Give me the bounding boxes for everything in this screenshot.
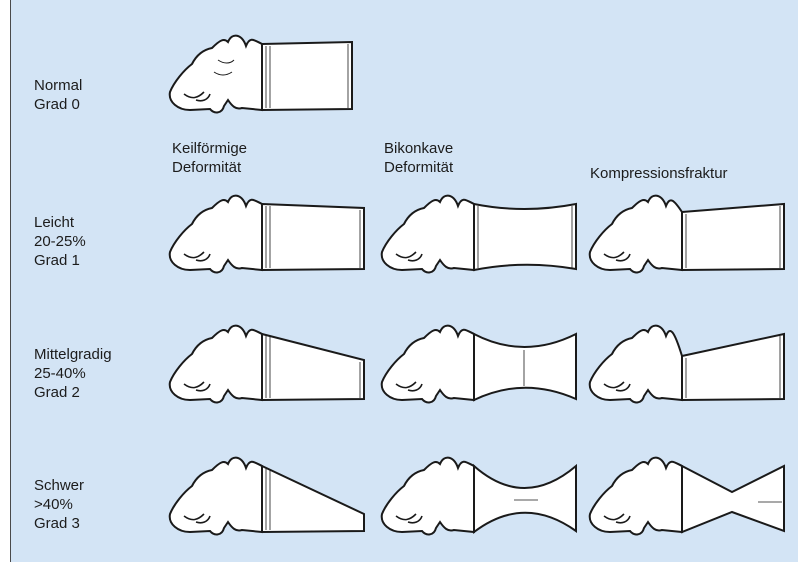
column-header-wedge: Keilförmige Deformität	[172, 139, 247, 177]
vertebra-compression-grade-3	[582, 452, 792, 537]
row-label-moderate-percent: 25-40%	[34, 364, 112, 383]
column-header-biconcave-line2: Deformität	[384, 158, 453, 177]
row-label-severe-name: Schwer	[34, 476, 84, 495]
row-label-mild-name: Leicht	[34, 213, 86, 232]
row-label-normal-name: Normal	[34, 76, 82, 95]
vertebra-biconcave-grade-2	[374, 320, 584, 405]
column-header-compression: Kompressionsfraktur	[590, 164, 728, 183]
row-label-mild-percent: 20-25%	[34, 232, 86, 251]
vertebra-biconcave-grade-3	[374, 452, 584, 537]
row-label-severe-percent: >40%	[34, 495, 84, 514]
vertebra-compression-grade-1	[582, 190, 792, 275]
row-label-normal-grade: Grad 0	[34, 95, 82, 114]
vertebra-compression-grade-2	[582, 320, 792, 405]
row-label-normal: Normal Grad 0	[34, 76, 82, 114]
column-header-biconcave: Bikonkave Deformität	[384, 139, 453, 177]
vertebra-wedge-grade-3	[162, 452, 372, 537]
row-label-moderate-name: Mittelgradig	[34, 345, 112, 364]
vertebra-wedge-grade-2	[162, 320, 372, 405]
vertebra-biconcave-grade-1	[374, 190, 584, 275]
vertebra-wedge-grade-1	[162, 190, 372, 275]
column-header-wedge-line2: Deformität	[172, 158, 247, 177]
column-header-biconcave-line1: Bikonkave	[384, 139, 453, 158]
row-label-mild-grade: Grad 1	[34, 251, 86, 270]
row-label-severe: Schwer >40% Grad 3	[34, 476, 84, 533]
left-border-line	[10, 0, 11, 562]
row-label-severe-grade: Grad 3	[34, 514, 84, 533]
row-label-mild: Leicht 20-25% Grad 1	[34, 213, 86, 270]
row-label-moderate-grade: Grad 2	[34, 383, 112, 402]
vertebra-normal-grade-0	[162, 30, 362, 115]
column-header-wedge-line1: Keilförmige	[172, 139, 247, 158]
figure-background: Normal Grad 0 Leicht 20-25% Grad 1 Mitte…	[10, 0, 798, 562]
row-label-moderate: Mittelgradig 25-40% Grad 2	[34, 345, 112, 402]
column-header-compression-line1: Kompressionsfraktur	[590, 164, 728, 183]
